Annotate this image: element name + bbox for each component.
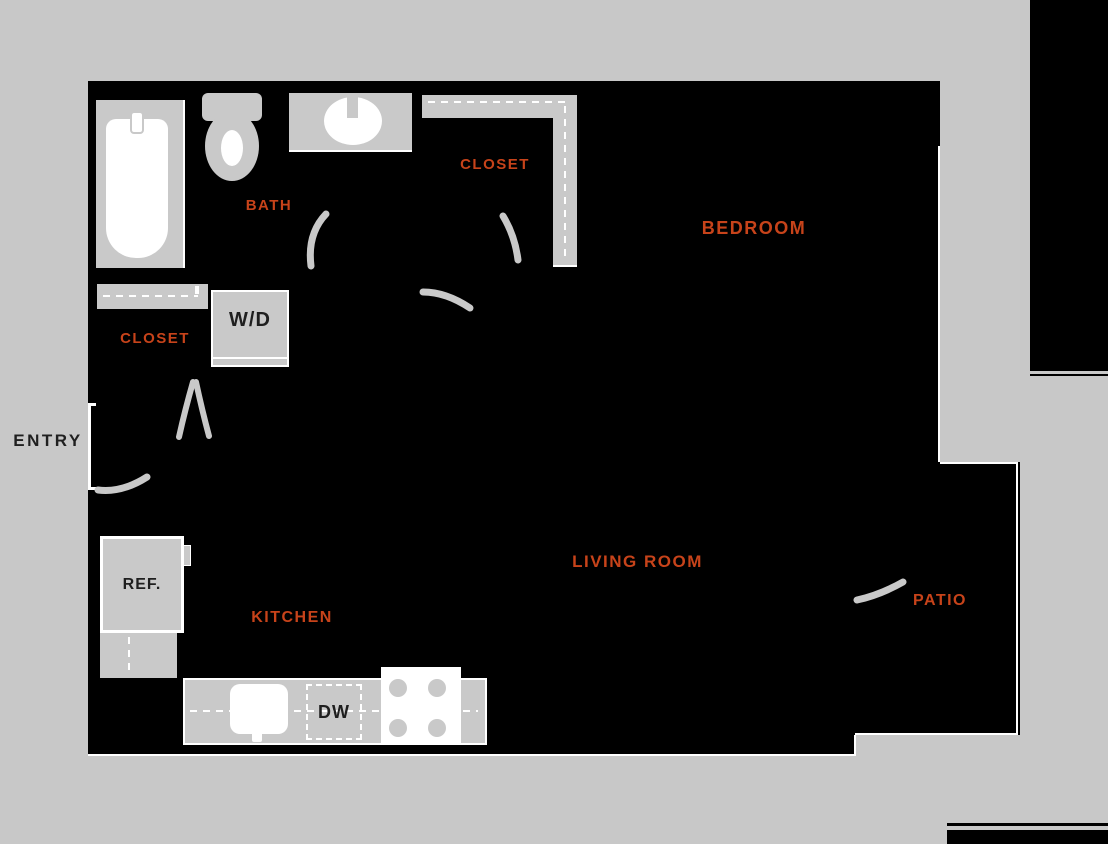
top-right-image-strip-line: [1030, 374, 1108, 376]
closet-entry-label: CLOSET: [120, 330, 190, 347]
kitchen-cabinet: [100, 633, 177, 678]
bedroom-closet-shelf-top: [422, 95, 577, 118]
entry-door-jamb-bottom: [88, 487, 96, 490]
washer-dryer-divider: [213, 357, 287, 359]
floor-area-patio: [940, 462, 1020, 735]
wall-outline-step: [854, 735, 856, 756]
stove-burner-icon: [389, 719, 407, 737]
entry-closet-rod-dash: [103, 295, 198, 297]
stove-burner-icon: [428, 679, 446, 697]
patio-door-arc: [853, 578, 907, 604]
closet-rod-dash-h: [428, 101, 570, 103]
entry-closet-bifold-right-arc: [193, 379, 212, 439]
wall-outline-right-ext: [1016, 462, 1018, 735]
washer-dryer-label: W/D: [229, 308, 271, 331]
entry-door-opening: [88, 404, 91, 490]
bath-door-arc: [306, 210, 330, 270]
bathtub-faucet-icon: [130, 111, 144, 134]
stove-burner-icon: [389, 679, 407, 697]
toilet-bowl-inner: [221, 130, 243, 166]
refrigerator-box: [100, 536, 184, 633]
kitchen-label: KITCHEN: [251, 609, 333, 626]
wall-outline-bottom-main: [88, 754, 855, 756]
closet-bath-label: CLOSET: [460, 155, 530, 173]
bedroom-door-arc: [419, 288, 474, 312]
bottom-right-image-strip-line: [947, 823, 1108, 826]
floor-area-right: [855, 81, 940, 735]
closet-door-arc: [499, 212, 522, 264]
bath-label: BATH: [245, 196, 293, 214]
wall-outline-right-main: [938, 146, 940, 462]
living-room-label: LIVING ROOM: [572, 551, 703, 571]
dishwasher-box: [306, 684, 362, 740]
top-right-image-strip: [1030, 0, 1108, 371]
closet-rod-dash-v: [564, 106, 566, 256]
kitchen-counter-dash: [190, 710, 478, 712]
floor-area-main: [88, 81, 855, 756]
bathtub: [106, 119, 168, 258]
wall-outline-top-ext: [940, 462, 1018, 464]
bath-sink-faucet-icon: [347, 95, 358, 118]
bedroom-label: BEDROOM: [701, 217, 807, 238]
entry-label: ENTRY: [13, 431, 83, 450]
stove-burner-icon: [428, 719, 446, 737]
washer-dryer-box: [211, 290, 289, 367]
bottom-right-image-strip: [947, 830, 1108, 844]
kitchen-sink-faucet-icon: [252, 716, 262, 742]
refrigerator-label: REF.: [122, 575, 162, 593]
entry-closet-bifold-left-arc: [176, 379, 196, 440]
wall-outline-bottom-ext: [855, 733, 1018, 735]
refrigerator-handle: [183, 545, 191, 566]
entry-door-arc: [94, 473, 151, 494]
entry-door-jamb-top: [88, 403, 96, 406]
patio-label: PATIO: [912, 592, 967, 609]
kitchen-cabinet-dash: [128, 637, 130, 674]
dishwasher-label: DW: [318, 701, 350, 722]
entry-closet-shelf-tick: [195, 286, 199, 294]
